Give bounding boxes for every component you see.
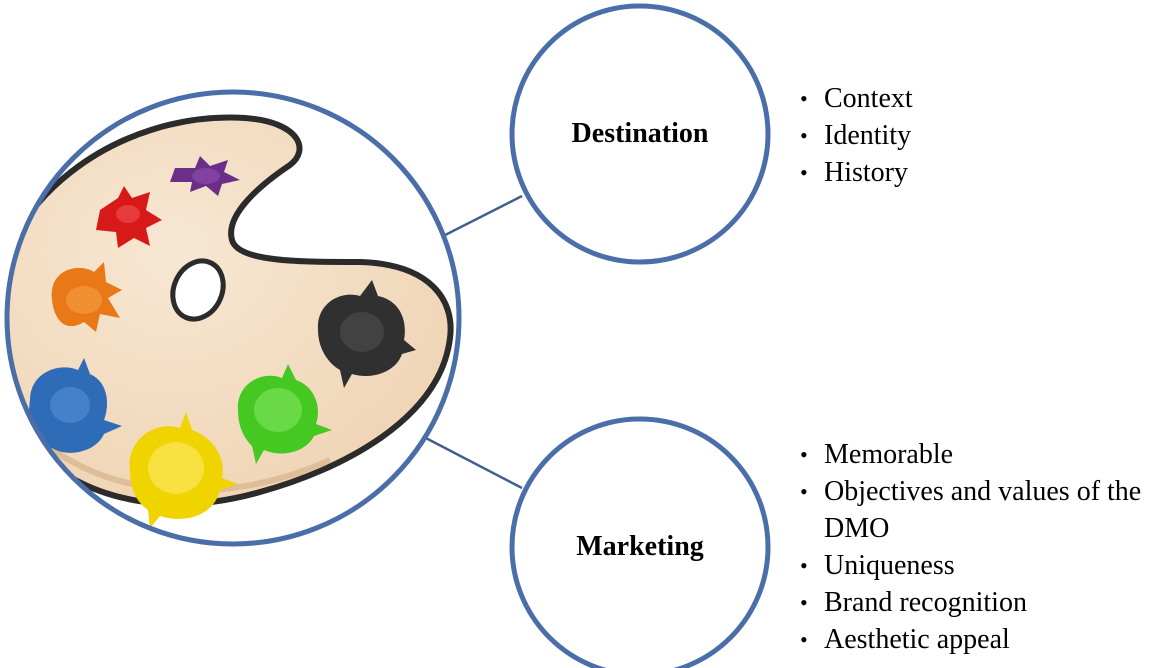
paint-blob-green: [237, 364, 332, 464]
destination-attributes-list: Context Identity History: [800, 80, 913, 191]
palette-thumb-hole: [170, 258, 226, 322]
destination-circle: [509, 3, 771, 265]
paint-palette-icon: [7, 92, 459, 544]
list-item: Uniqueness: [800, 547, 1170, 584]
paint-blob-red: [96, 186, 162, 248]
paint-blob-black: [317, 280, 416, 388]
paint-blob-orange: [51, 262, 122, 332]
list-item: Context: [800, 80, 913, 117]
marketing-attributes-list: Memorable Objectives and values of the D…: [800, 436, 1170, 658]
list-item: Identity: [800, 117, 913, 154]
paint-blob-purple: [170, 156, 240, 196]
paint-blob-yellow: [129, 412, 238, 528]
paint-blob-blue: [29, 358, 122, 458]
marketing-circle: [509, 416, 771, 668]
marketing-label: Marketing: [576, 531, 704, 562]
list-item: Memorable: [800, 436, 1170, 473]
list-item: Objectives and values of the DMO: [800, 473, 1164, 547]
list-item: History: [800, 154, 913, 191]
palette-circle: [4, 89, 462, 547]
list-item: Brand recognition: [800, 584, 1170, 621]
destination-label: Destination: [571, 118, 709, 149]
list-item: Aesthetic appeal: [800, 621, 1170, 658]
